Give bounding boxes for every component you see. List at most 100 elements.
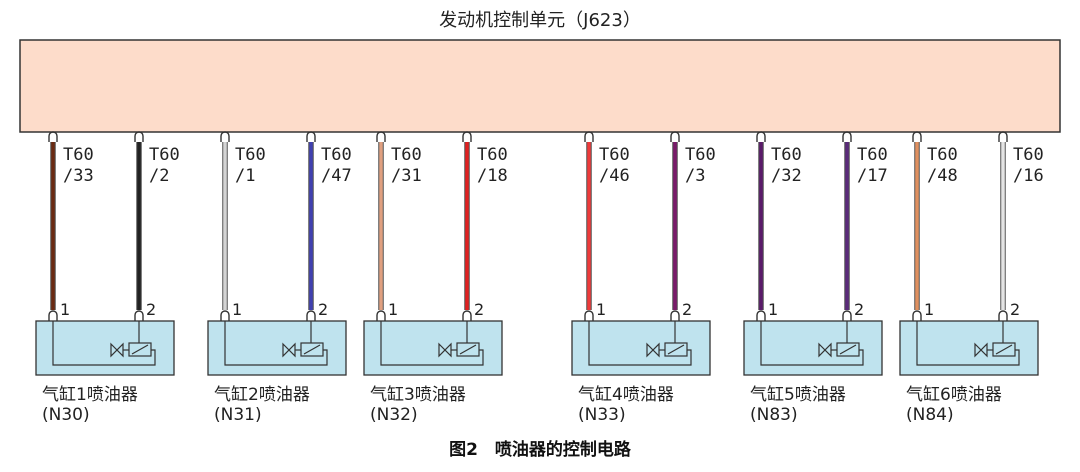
injector-code-label: (N84) [906,405,954,425]
pin-number-label: 2 [854,300,864,319]
ecu-connector-hook [134,131,144,142]
ecu-connector-hook [912,131,922,142]
injector-4: T60/46 1 T60/3 2 气缸4喷油器(N33) [571,131,716,425]
pin-ref-label: /16 [1013,166,1044,186]
pin-ref-label: /1 [235,166,255,186]
injector-name-label: 气缸5喷油器 [750,384,846,405]
ecu-connector-hook [670,131,680,142]
ecu-connector-hook [306,131,316,142]
injector-body [207,320,347,376]
injector-name-label: 气缸1喷油器 [42,384,138,405]
solenoid-coil-slash [459,344,477,355]
valve-icon [438,342,452,358]
injector-name-label: 气缸3喷油器 [370,384,466,405]
pin-ref-label: /3 [685,166,705,186]
injector-connector-hook [220,310,230,322]
injector-body [363,320,503,376]
internal-circuit-return [588,321,692,366]
pin-tag-label: T60 [63,145,94,165]
valve-icon [818,342,832,358]
pin-ref-label: /18 [477,166,508,186]
internal-circuit-return [916,321,1020,366]
valve-icon [974,342,988,358]
pin-number-label: 2 [146,300,156,319]
ecu-connector-hook [842,131,852,142]
internal-circuit-return [380,321,484,366]
ecu-title: 发动机控制单元（J623） [439,10,641,31]
valve-icon [646,342,660,358]
pin-number-label: 1 [596,300,606,319]
pin-tag-label: T60 [1013,145,1044,165]
pin-number-label: 1 [924,300,934,319]
pin-ref-label: /47 [321,166,352,186]
solenoid-coil-slash [667,344,685,355]
injector-name-label: 气缸4喷油器 [578,384,674,405]
injector-connector-hook [756,310,766,322]
pin-tag-label: T60 [857,145,888,165]
pin-number-label: 1 [388,300,398,319]
injector-connector-hook [134,310,144,322]
pin-ref-label: /46 [599,166,630,186]
pin-number-label: 2 [474,300,484,319]
injector-1: T60/33 1 T60/2 2 气缸1喷油器(N30) [35,131,180,425]
ecu-connector-hook [462,131,472,142]
pin-ref-label: /2 [149,166,169,186]
pin-ref-label: /31 [391,166,422,186]
pin-ref-label: /17 [857,166,888,186]
pin-number-label: 2 [1010,300,1020,319]
injector-connector-hook [670,310,680,322]
ecu-connector-hook [376,131,386,142]
ecu-connector-hook [48,131,58,142]
solenoid-coil-slash [839,344,857,355]
pin-number-label: 1 [232,300,242,319]
internal-circuit-return [52,321,156,366]
injector-body [571,320,711,376]
pin-tag-label: T60 [235,145,266,165]
injector-connector-hook [48,310,58,322]
pin-ref-label: /48 [927,166,958,186]
solenoid-coil-slash [131,344,149,355]
injector-connector-hook [462,310,472,322]
pin-tag-label: T60 [321,145,352,165]
injector-connector-hook [376,310,386,322]
solenoid-coil-slash [303,344,321,355]
ecu-box [19,39,1061,133]
pin-tag-label: T60 [391,145,422,165]
ecu-connector-hook [756,131,766,142]
ecu-connector-hook [584,131,594,142]
injector-connector-hook [306,310,316,322]
valve-icon [282,342,296,358]
valve-icon [110,342,124,358]
solenoid-coil-slash [995,344,1013,355]
internal-circuit-return [760,321,864,366]
injector-connector-hook [584,310,594,322]
injector-connector-hook [998,310,1008,322]
pin-number-label: 2 [682,300,692,319]
injector-body [35,320,175,376]
pin-tag-label: T60 [149,145,180,165]
injector-body [743,320,883,376]
injector-code-label: (N33) [578,405,626,425]
injector-name-label: 气缸6喷油器 [906,384,1002,405]
pin-ref-label: /33 [63,166,94,186]
pin-tag-label: T60 [599,145,630,165]
pin-tag-label: T60 [685,145,716,165]
injector-body [899,320,1039,376]
injector-code-label: (N32) [370,405,418,425]
internal-circuit-return [224,321,328,366]
injector-group: T60/33 1 T60/2 2 气缸1喷油器(N30) T60/1 1 T60/47 2 气缸2… [35,131,1044,425]
injector-code-label: (N30) [42,405,90,425]
injector-connector-hook [842,310,852,322]
pin-number-label: 1 [768,300,778,319]
pin-ref-label: /32 [771,166,802,186]
ecu-connector-hook [998,131,1008,142]
injector-code-label: (N83) [750,405,798,425]
injector-name-label: 气缸2喷油器 [214,384,310,405]
injector-code-label: (N31) [214,405,262,425]
pin-number-label: 1 [60,300,70,319]
ecu-connector-hook [220,131,230,142]
